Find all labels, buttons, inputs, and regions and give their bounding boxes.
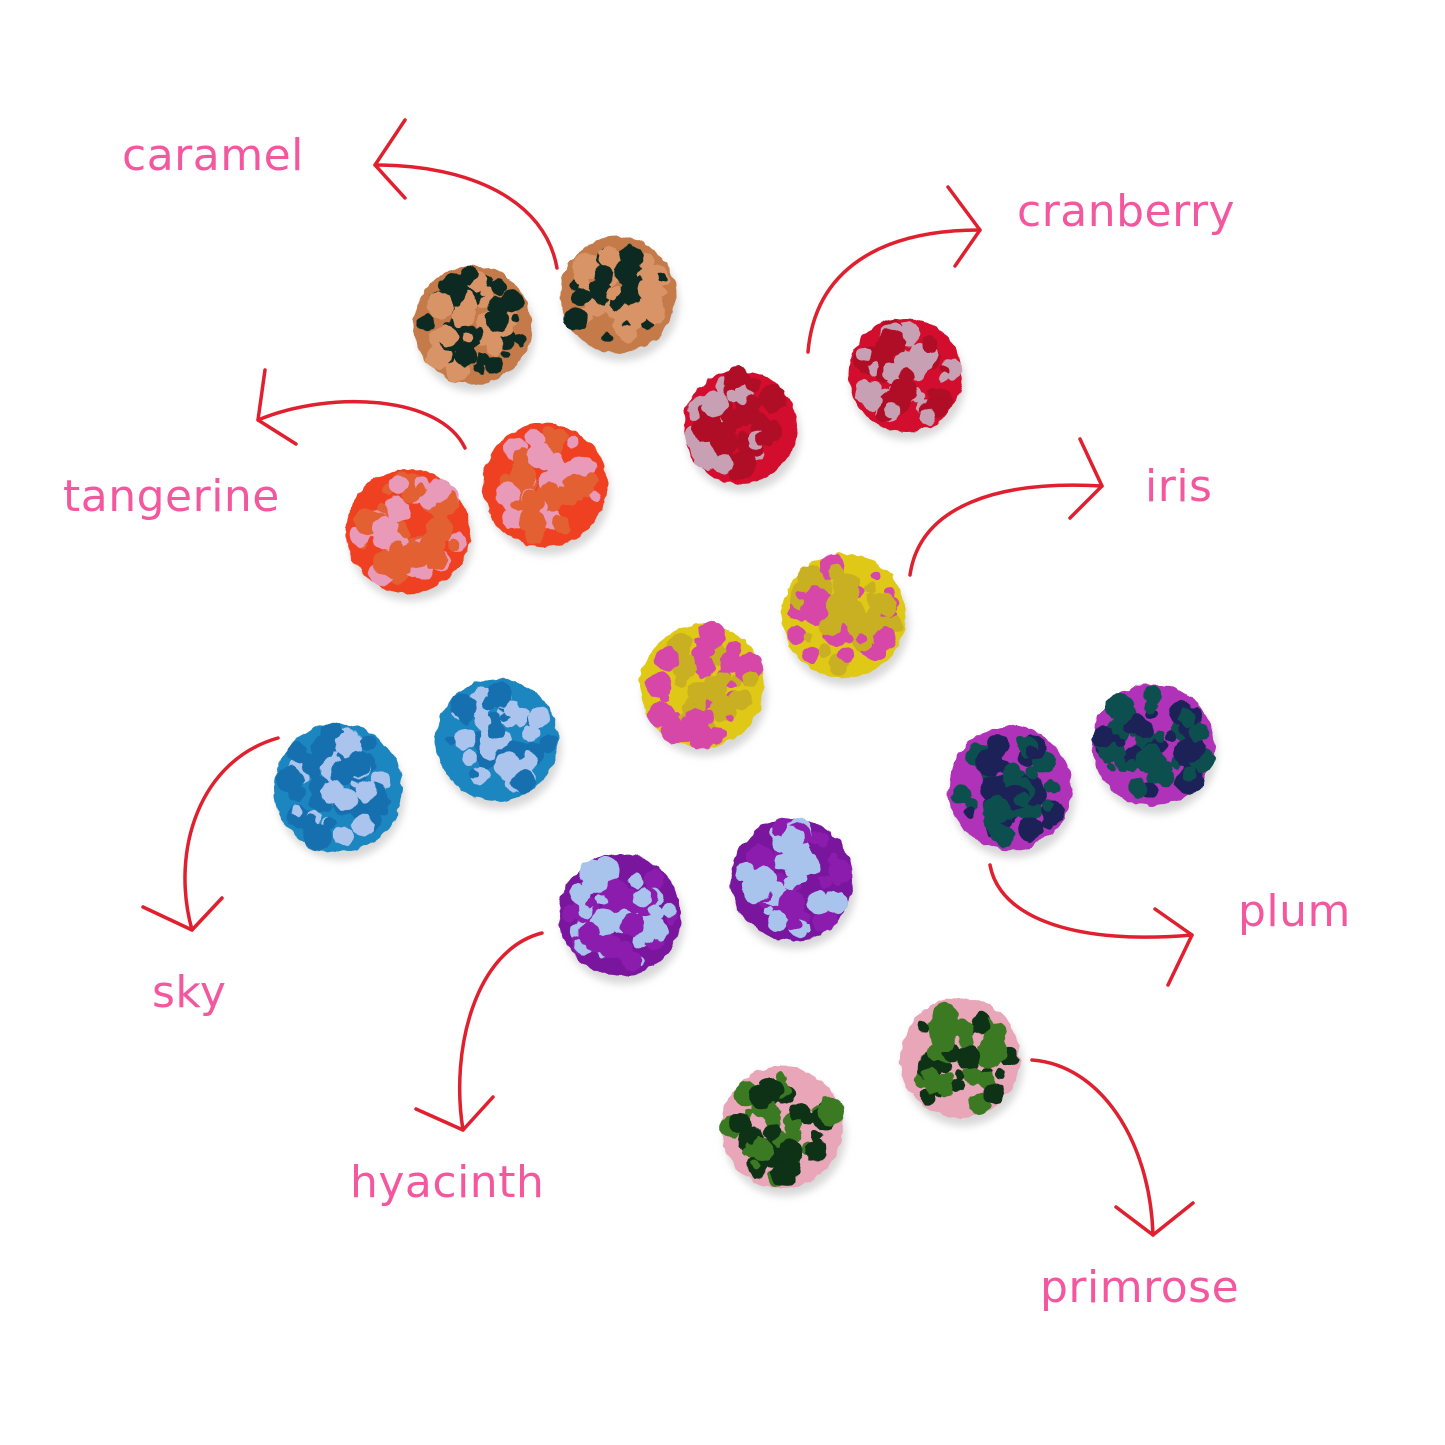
pompom-hyacinth xyxy=(559,854,684,984)
arrow-cranberry-icon xyxy=(806,185,982,354)
label-tangerine: tangerine xyxy=(63,471,280,522)
pompom-layer xyxy=(274,237,1217,1196)
label-cranberry: cranberry xyxy=(1017,186,1236,237)
pompom-primrose xyxy=(719,1066,846,1196)
arrow-layer xyxy=(141,118,1195,1237)
pompom-cranberry xyxy=(683,365,800,492)
arrow-primrose-icon xyxy=(1030,1058,1195,1237)
pompom-sky xyxy=(436,679,561,809)
arrow-caramel-icon xyxy=(373,118,559,270)
arrow-plum-icon xyxy=(988,863,1194,987)
pompom-tangerine xyxy=(346,469,473,601)
pompom-cranberry xyxy=(848,318,965,440)
arrow-tangerine-icon xyxy=(256,368,467,450)
label-iris: iris xyxy=(1145,461,1213,512)
pompom-tangerine xyxy=(483,423,610,555)
pompom-iris xyxy=(640,621,767,756)
arrow-sky-icon xyxy=(141,736,280,932)
arrow-iris-icon xyxy=(908,437,1104,577)
pompom-hyacinth xyxy=(731,816,856,949)
label-plum: plum xyxy=(1238,886,1351,937)
label-sky: sky xyxy=(152,967,227,1018)
pompom-iris xyxy=(782,554,909,686)
pompom-plum xyxy=(1091,684,1217,814)
pompom-plum xyxy=(948,726,1075,858)
label-caramel: caramel xyxy=(122,130,304,181)
pompom-sky xyxy=(274,723,405,860)
label-hyacinth: hyacinth xyxy=(350,1157,545,1208)
pompom-caramel xyxy=(560,237,679,361)
pompom-caramel xyxy=(414,266,535,392)
arrow-hyacinth-icon xyxy=(414,931,544,1132)
label-primrose: primrose xyxy=(1040,1262,1240,1313)
pompom-primrose xyxy=(900,998,1023,1126)
